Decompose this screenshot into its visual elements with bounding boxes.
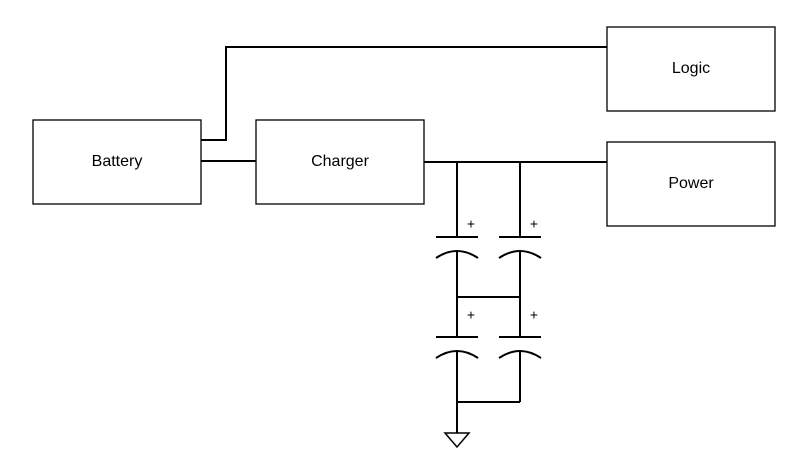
charger-label: Charger	[311, 153, 369, 170]
polarity-mark: +	[530, 307, 538, 323]
polarity-mark: +	[467, 307, 475, 323]
power-label: Power	[668, 175, 714, 192]
capacitor-top-left: +	[435, 216, 479, 259]
capacitor-bottom-left: +	[435, 307, 479, 359]
battery-block: Battery	[32, 119, 202, 205]
wire-battery-to-logic	[201, 46, 607, 141]
ground-icon	[443, 432, 471, 449]
polarity-mark: +	[530, 216, 538, 232]
capacitor-top-right: +	[498, 216, 542, 259]
logic-label: Logic	[672, 60, 710, 77]
charger-block: Charger	[255, 119, 425, 205]
logic-block: Logic	[606, 26, 776, 112]
battery-label: Battery	[92, 153, 143, 170]
capacitor-bottom-right: +	[498, 307, 542, 359]
wires	[201, 46, 607, 433]
power-block: Power	[606, 141, 776, 227]
polarity-mark: +	[467, 216, 475, 232]
